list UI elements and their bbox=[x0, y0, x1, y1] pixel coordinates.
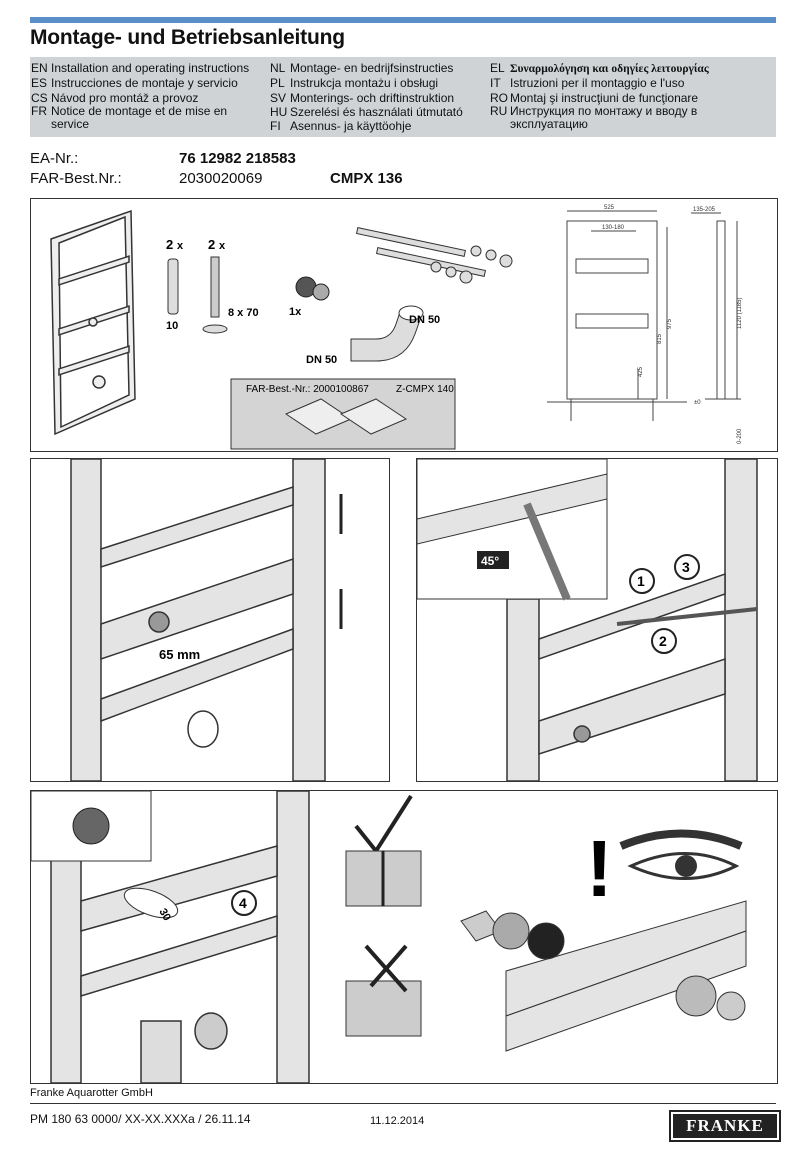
dim-width: 525 bbox=[604, 205, 615, 211]
anchor-qty: 2 bbox=[166, 237, 173, 252]
anchor-icon bbox=[167, 258, 179, 315]
screw-size: 8 x 70 bbox=[228, 307, 259, 319]
dn-upper: DN 50 bbox=[409, 314, 440, 326]
step-fixing-panel: 30 4 ! bbox=[30, 790, 778, 1084]
model-name: CMPX 136 bbox=[330, 170, 403, 187]
dim-side-height: 1120 (1185) bbox=[737, 298, 743, 329]
angle-badge bbox=[477, 551, 509, 569]
company-name: Franke Aquarotter GmbH bbox=[30, 1087, 153, 1099]
anchor-size: 10 bbox=[166, 320, 178, 332]
ea-number: 76 12982 218583 bbox=[179, 150, 296, 167]
dim-zero: ±0 bbox=[694, 400, 701, 406]
page-title: Montage- und Betriebsanleitung bbox=[30, 26, 345, 49]
doc-date: 11.12.2014 bbox=[370, 1115, 425, 1127]
nut-icon bbox=[295, 276, 330, 301]
svg-text:2: 2 bbox=[659, 633, 667, 649]
svg-text:4: 4 bbox=[239, 895, 247, 911]
wrench-icon: 30 bbox=[123, 887, 179, 924]
cross-icon bbox=[364, 944, 408, 993]
step-2-marker: 2 bbox=[651, 628, 677, 654]
dim-815: 815 bbox=[657, 333, 663, 344]
franke-logo: FRANKE bbox=[669, 1110, 781, 1142]
ea-label: EA-Nr.: bbox=[30, 150, 79, 167]
step-4-marker: 4 bbox=[231, 890, 257, 916]
parts-panel: 2 x 2 x 10 8 x 70 1x DN 50 DN 50 FAR-Bes… bbox=[30, 198, 778, 452]
anchor-qty-mark: x bbox=[177, 240, 184, 252]
doc-number: PM 180 63 0000/ XX-XX.XXXa / 26.11.14 bbox=[30, 1112, 251, 1126]
accessory-order: FAR-Best.-Nr.: 2000100867 bbox=[246, 384, 369, 395]
dim-depth: 135-205 bbox=[693, 207, 716, 213]
distance-label: 65 mm bbox=[159, 647, 200, 662]
angle-label: 45° bbox=[481, 554, 499, 568]
step-3-marker: 3 bbox=[674, 554, 700, 580]
accessory-model: Z-CMPX 140 bbox=[396, 384, 454, 395]
far-label: FAR-Best.Nr.: bbox=[30, 170, 122, 187]
parts-illustration: 2 x 2 x 10 8 x 70 1x DN 50 DN 50 FAR-Bes… bbox=[50, 205, 743, 450]
dim-975: 975 bbox=[667, 318, 673, 329]
bolt-set-icon bbox=[355, 227, 513, 284]
screw-qty-mark: x bbox=[219, 240, 226, 252]
screw-icon bbox=[202, 256, 228, 334]
screw-qty: 2 bbox=[208, 237, 215, 252]
svg-text:1: 1 bbox=[637, 573, 645, 589]
step-bolt-panel: 45° 1 2 3 bbox=[416, 458, 778, 782]
dim-425: 425 bbox=[638, 366, 644, 377]
svg-text:30: 30 bbox=[156, 907, 173, 924]
dim-spacing: 130-180 bbox=[602, 225, 625, 231]
bolt-step-illustration: 45° 1 2 3 bbox=[417, 459, 758, 781]
dimension-drawing bbox=[547, 210, 741, 421]
dim-bottom-range: 0-200 bbox=[737, 428, 743, 444]
svg-text:3: 3 bbox=[682, 559, 690, 575]
warning-mark: ! bbox=[586, 824, 613, 913]
footer-divider bbox=[30, 1103, 776, 1104]
dn-lower: DN 50 bbox=[306, 354, 337, 366]
nut-qty: 1x bbox=[289, 306, 302, 318]
eye-icon bbox=[619, 829, 743, 880]
check-icon bbox=[354, 794, 413, 855]
language-list bbox=[30, 57, 776, 137]
step-1-marker: 1 bbox=[629, 568, 655, 594]
top-accent-bar bbox=[30, 17, 776, 23]
height-step-illustration: 65 mm bbox=[70, 459, 343, 781]
bracket-icon bbox=[284, 398, 408, 435]
fixing-step-illustration: 30 4 ! bbox=[31, 791, 747, 1083]
elbow-pipe-icon bbox=[350, 305, 424, 362]
far-number: 2030020069 bbox=[179, 170, 263, 187]
step-height-panel: 65 mm bbox=[30, 458, 390, 782]
